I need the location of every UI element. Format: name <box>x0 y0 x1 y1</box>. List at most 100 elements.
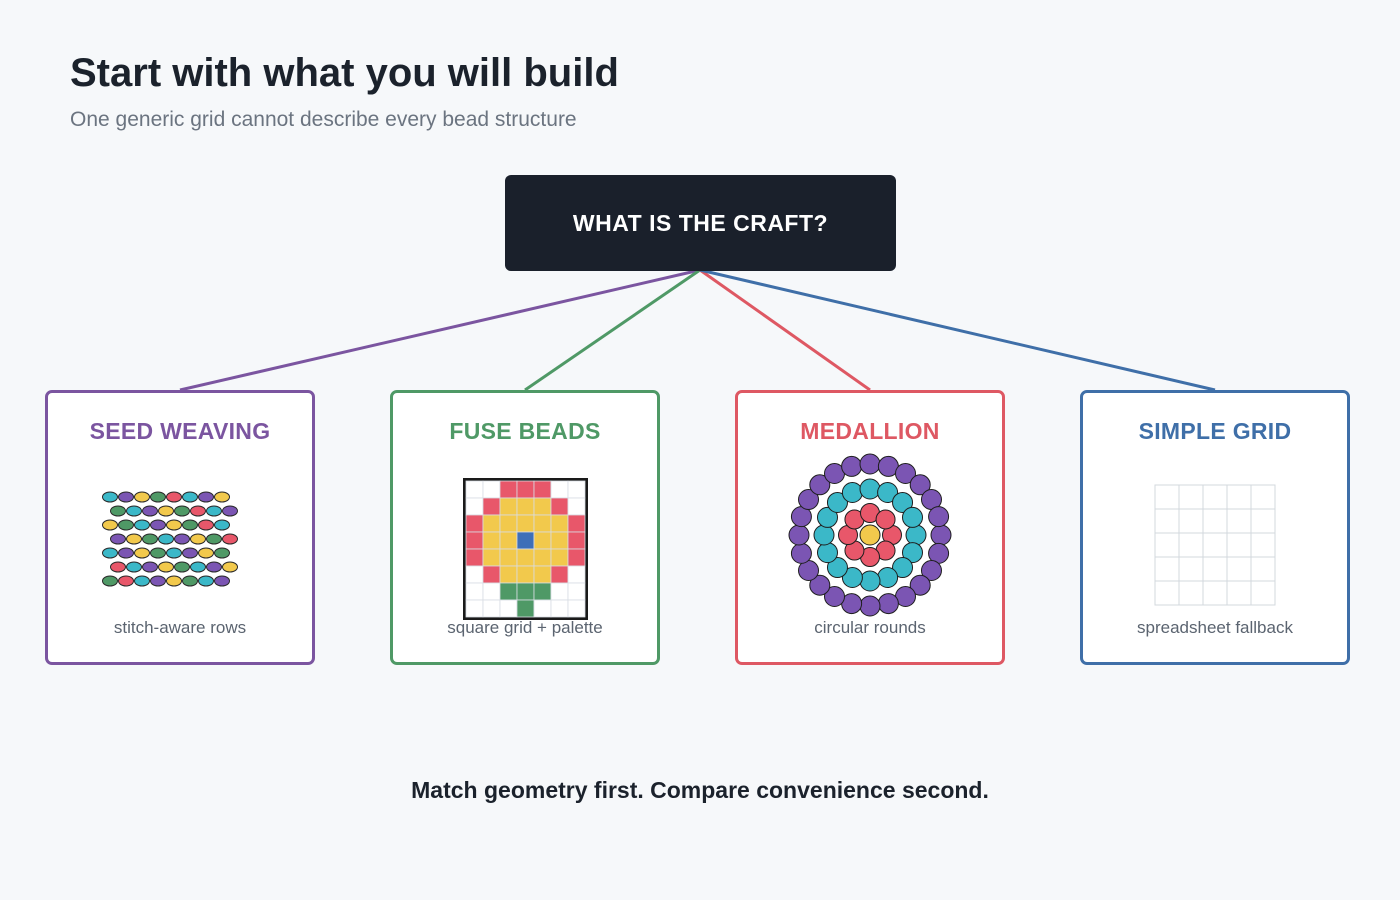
branch-title-seed-weaving: SEED WEAVING <box>89 418 271 444</box>
fuse-bead <box>533 599 552 618</box>
fuse-bead <box>567 565 586 584</box>
root-question-label: WHAT IS THE CRAFT? <box>572 209 829 236</box>
fuse-bead <box>533 565 552 584</box>
fuse-bead <box>516 514 535 533</box>
seed-bead <box>166 491 182 503</box>
seed-bead <box>102 575 118 587</box>
seed-bead <box>166 547 182 559</box>
fuse-bead <box>516 582 535 601</box>
grid-cell <box>1178 580 1204 606</box>
seed-bead <box>142 505 158 517</box>
seed-bead <box>118 491 134 503</box>
seed-bead <box>110 533 126 545</box>
grid-cell <box>1178 508 1204 534</box>
seed-bead <box>158 505 174 517</box>
fuse-bead <box>550 531 569 550</box>
fuse-bead <box>465 480 484 499</box>
seed-bead <box>126 561 142 573</box>
seed-bead <box>158 533 174 545</box>
fuse-bead <box>533 582 552 601</box>
fuse-bead <box>567 599 586 618</box>
branch-caption-seed-weaving: stitch-aware rows <box>113 618 247 637</box>
grid-cell <box>1154 532 1180 558</box>
seed-bead <box>118 519 134 531</box>
fuse-bead <box>499 480 518 499</box>
fuse-bead <box>550 548 569 567</box>
fuse-bead <box>499 531 518 550</box>
grid-cell <box>1226 532 1252 558</box>
seed-bead <box>118 547 134 559</box>
seed-bead <box>190 561 206 573</box>
simple-grid-illustration <box>1154 484 1276 606</box>
grid-cell <box>1178 532 1204 558</box>
branch-title-fuse-beads: FUSE BEADS <box>449 418 601 444</box>
seed-bead <box>214 575 230 587</box>
fuse-bead <box>482 497 501 516</box>
fuse-bead <box>499 565 518 584</box>
medallion-bead <box>790 542 812 564</box>
fuse-bead <box>482 531 501 550</box>
grid-cell <box>1250 580 1276 606</box>
seed-bead <box>126 533 142 545</box>
grid-cell <box>1154 580 1180 606</box>
grid-cell <box>1202 484 1228 510</box>
fuse-bead <box>533 497 552 516</box>
grid-cell <box>1226 484 1252 510</box>
medallion-bead <box>798 489 820 510</box>
seed-bead <box>150 491 166 503</box>
fuse-bead <box>550 582 569 601</box>
seed-bead <box>198 575 214 587</box>
fuse-bead <box>482 599 501 618</box>
branch-caption-medallion: circular rounds <box>814 618 926 637</box>
seed-bead <box>182 519 198 531</box>
seed-bead <box>174 561 190 573</box>
fuse-bead <box>482 565 501 584</box>
fuse-bead <box>465 599 484 618</box>
grid-cell <box>1202 532 1228 558</box>
fuse-bead <box>465 497 484 516</box>
seed-bead <box>198 547 214 559</box>
medallion-bead <box>859 453 881 475</box>
fuse-bead <box>516 599 535 618</box>
seed-bead <box>214 491 230 503</box>
medallion-bead <box>905 524 927 546</box>
root-question-node: WHAT IS THE CRAFT? <box>505 175 896 271</box>
seed-bead <box>222 561 238 573</box>
seed-bead <box>198 491 214 503</box>
seed-bead <box>182 491 198 503</box>
medallion-bead <box>909 474 931 496</box>
fuse-bead <box>567 548 586 567</box>
grid-cell <box>1250 556 1276 582</box>
medallion-bead <box>877 593 899 615</box>
fuse-bead <box>550 514 569 533</box>
medallion-bead <box>826 557 848 579</box>
medallion-bead <box>877 566 899 588</box>
grid-cell <box>1178 484 1204 510</box>
seed-bead <box>198 519 214 531</box>
branch-card-medallion: MEDALLION circular rounds <box>735 390 1005 665</box>
fuse-bead <box>533 548 552 567</box>
medallion-bead <box>901 506 923 528</box>
seed-bead <box>118 575 134 587</box>
seed-bead <box>214 519 230 531</box>
seed-bead <box>102 547 118 559</box>
medallion-bead <box>920 560 942 581</box>
seed-bead <box>206 505 222 517</box>
fuse-bead <box>499 548 518 567</box>
fuse-bead <box>465 531 484 550</box>
fuse-bead <box>533 514 552 533</box>
seed-bead <box>166 575 182 587</box>
fuse-bead <box>550 480 569 499</box>
fuse-bead <box>499 497 518 516</box>
seed-bead <box>110 561 126 573</box>
medallion-bead <box>928 506 950 528</box>
fuse-bead <box>499 582 518 601</box>
seed-bead <box>134 575 150 587</box>
seed-bead <box>206 533 222 545</box>
grid-cell <box>1202 508 1228 534</box>
seed-bead <box>150 547 166 559</box>
medallion-bead <box>826 491 848 513</box>
seed-bead <box>166 519 182 531</box>
medallion-bead <box>877 482 899 504</box>
branch-card-fuse-beads: FUSE BEADS square grid + palette <box>390 390 660 665</box>
